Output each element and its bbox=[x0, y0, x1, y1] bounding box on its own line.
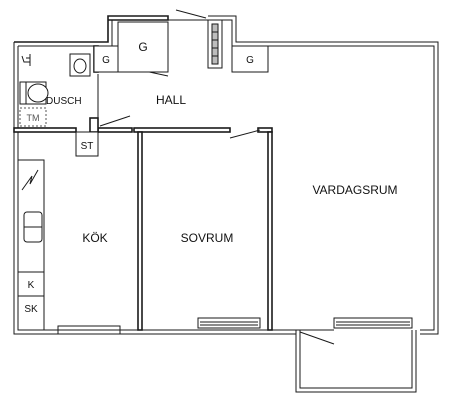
wardrobe-3: G bbox=[231, 45, 269, 73]
window-vardagsrum bbox=[333, 317, 413, 329]
sovrum-label: SOVRUM bbox=[181, 231, 234, 245]
wardrobe-1-label: G bbox=[102, 55, 110, 66]
window-sovrum bbox=[197, 317, 261, 329]
wardrobe-3-label: G bbox=[246, 55, 254, 66]
k-label: K bbox=[28, 280, 35, 291]
kok-label: KÖK bbox=[82, 231, 107, 245]
kitchen-counter: K SK bbox=[17, 159, 45, 331]
vardagsrum-label: VARDAGSRUM bbox=[312, 183, 397, 197]
stove-icon bbox=[21, 169, 39, 191]
door-arcs bbox=[97, 9, 335, 345]
bathroom: DUSCH TM bbox=[19, 53, 91, 127]
tm-label: TM bbox=[27, 113, 40, 123]
radiator bbox=[207, 19, 223, 69]
outer-walls bbox=[13, 15, 439, 335]
tm-space bbox=[19, 107, 47, 127]
shower-tap-icon bbox=[21, 54, 31, 66]
interior-walls bbox=[13, 45, 273, 331]
wardrobe-2: G bbox=[117, 21, 169, 73]
wardrobe-1: G bbox=[93, 45, 119, 73]
wardrobe-2-label: G bbox=[138, 40, 147, 54]
sk-label: SK bbox=[24, 304, 38, 315]
st-label: ST bbox=[81, 141, 94, 152]
hall-label: HALL bbox=[156, 93, 186, 107]
windows bbox=[57, 317, 413, 335]
balcony bbox=[295, 330, 417, 393]
storage-st: ST bbox=[75, 131, 99, 157]
dusch-label: DUSCH bbox=[46, 96, 82, 107]
